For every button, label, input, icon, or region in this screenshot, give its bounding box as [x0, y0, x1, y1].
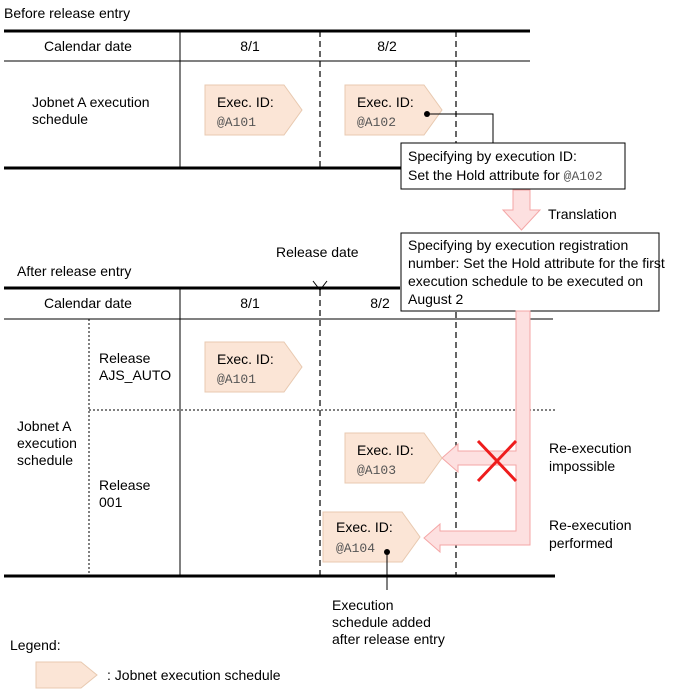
- re-execution-arrow-shape: [423, 310, 531, 554]
- outer-label-line3: schedule: [17, 452, 73, 468]
- schedule-exec-label: Exec. ID:: [217, 94, 274, 110]
- added-note-line2: schedule added: [332, 614, 431, 630]
- after-heading: After release entry: [17, 263, 131, 279]
- before-table: [4, 29, 530, 170]
- after-date-8-1: 8/1: [240, 295, 260, 311]
- release-001-line1: Release: [99, 477, 151, 493]
- connector-line: [427, 113, 494, 143]
- performed-line2: performed: [549, 535, 613, 551]
- cross-stroke-2: [476, 439, 518, 483]
- translation-arrow: [501, 189, 542, 231]
- callout-line2: Set the Hold attribute for @A102: [408, 167, 603, 184]
- schedule-pentagon-shape: [344, 432, 443, 484]
- before-calendar-label: Calendar date: [44, 38, 132, 54]
- schedule-exec-id: @A104: [336, 541, 375, 556]
- schedule-exec-label: Exec. ID:: [357, 94, 414, 110]
- schedule-pentagon-shape: [344, 84, 443, 136]
- callout-line2-id: @A102: [564, 169, 603, 184]
- impossible-line2: impossible: [549, 458, 615, 474]
- callout-line3: execution schedule to be executed on: [408, 273, 643, 289]
- schedule-exec-id: @A101: [217, 115, 256, 130]
- added-note-line1: Execution: [332, 597, 393, 613]
- schedule-pentagon-shape: [204, 84, 303, 136]
- callout-line2-text: Set the Hold attribute for: [408, 167, 564, 183]
- cross-icon: [476, 439, 518, 483]
- callout-line4: August 2: [408, 291, 463, 307]
- schedule-before-a101: Exec. ID: @A101: [204, 84, 303, 136]
- schedule-exec-id: @A102: [357, 115, 396, 130]
- added-note-line3: after release entry: [332, 631, 445, 647]
- schedule-exec-id: @A101: [217, 372, 256, 387]
- after-table: [4, 286, 555, 578]
- callout-line1: Specifying by execution ID:: [408, 148, 577, 164]
- legend-schedule-shape: [35, 661, 98, 689]
- callout-box: [400, 142, 626, 190]
- schedule-exec-label: Exec. ID:: [217, 351, 274, 367]
- legend-item: : Jobnet execution schedule: [107, 667, 281, 683]
- before-date-8-2: 8/2: [377, 38, 397, 54]
- translation-label: Translation: [548, 206, 617, 222]
- schedule-before-a102: Exec. ID: @A102: [344, 84, 443, 136]
- before-heading: Before release entry: [4, 5, 130, 21]
- after-date-8-2: 8/2: [370, 295, 390, 311]
- legend-title: Legend:: [10, 637, 61, 653]
- after-calendar-label: Calendar date: [44, 295, 132, 311]
- re-execution-arrow: [423, 310, 531, 554]
- outer-label-line2: execution: [17, 435, 77, 451]
- schedule-after-a101: Exec. ID: @A101: [204, 341, 303, 393]
- outer-label-line1: Jobnet A: [17, 418, 72, 434]
- release-001-line2: 001: [99, 494, 123, 510]
- before-row-label-line2: schedule: [32, 111, 88, 127]
- before-date-8-1: 8/1: [240, 38, 260, 54]
- impossible-line1: Re-execution: [549, 440, 632, 456]
- schedule-exec-label: Exec. ID:: [357, 442, 414, 458]
- schedule-pentagon-shape: [322, 511, 421, 563]
- callout-line1: Specifying by execution registration: [408, 237, 628, 253]
- schedule-after-a103: Exec. ID: @A103: [344, 432, 443, 484]
- schedule-exec-label: Exec. ID:: [336, 519, 393, 535]
- before-row-label-line1: Jobnet A execution: [32, 94, 150, 110]
- schedule-after-a104: Exec. ID: @A104: [322, 511, 421, 563]
- callout-box: [400, 232, 660, 312]
- release-ajs-auto-line1: Release: [99, 350, 151, 366]
- schedule-exec-id: @A103: [357, 463, 396, 478]
- performed-line1: Re-execution: [549, 517, 632, 533]
- callout-exec-id: Specifying by execution ID: Set the Hold…: [400, 142, 626, 190]
- callout-registration-number: Specifying by execution registration num…: [400, 232, 665, 312]
- release-date-label: Release date: [276, 244, 359, 260]
- callout-line2: number: Set the Hold attribute for the f…: [408, 255, 665, 271]
- schedule-pentagon-shape: [204, 341, 303, 393]
- release-ajs-auto-line2: AJS_AUTO: [99, 367, 171, 383]
